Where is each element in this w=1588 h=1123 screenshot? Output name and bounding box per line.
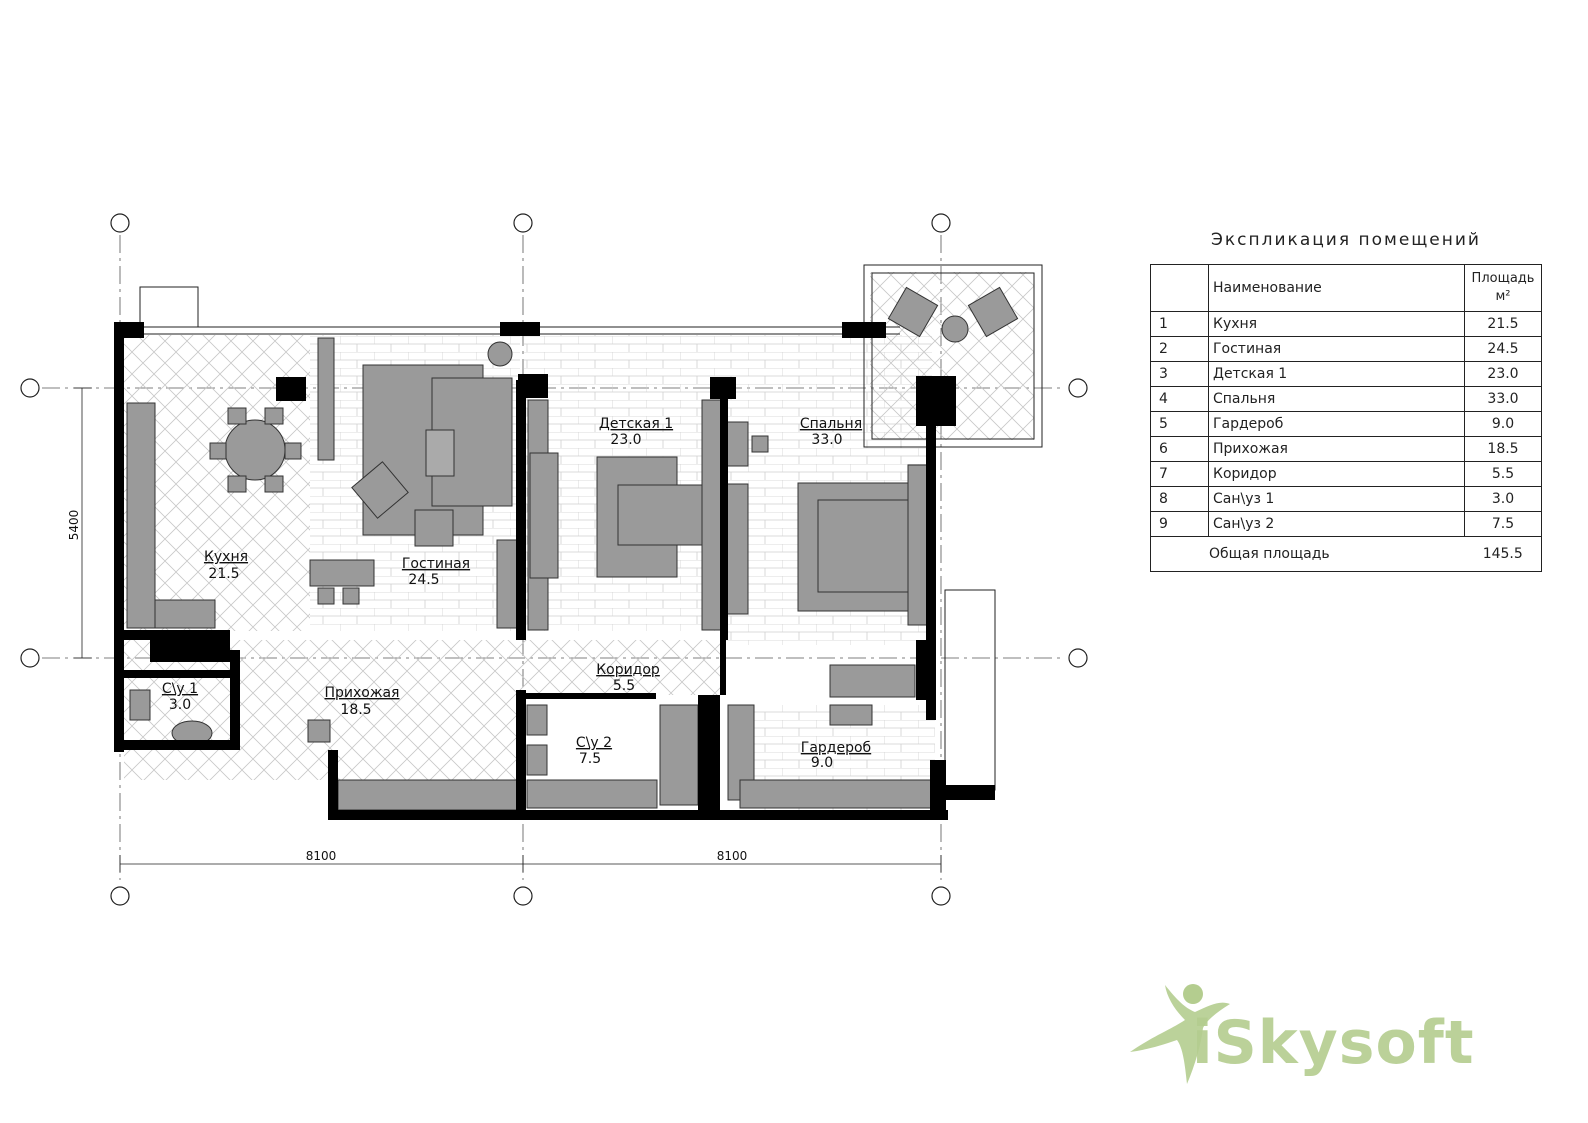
explication-header-row: Наименование Площадь м² — [1150, 264, 1542, 312]
room-hall-name: Прихожая — [325, 685, 400, 701]
iskysoft-logo-icon — [1130, 984, 1230, 1084]
room-corridor-name: Коридор — [596, 662, 660, 678]
explication-title: Экспликация помещений — [1211, 230, 1481, 250]
watermark-text: iSkysoft — [1192, 1008, 1475, 1078]
total-label: Общая площадь — [1150, 536, 1465, 572]
row-area: 5.5 — [1464, 461, 1542, 487]
row-area: 23.0 — [1464, 361, 1542, 387]
row-area: 21.5 — [1464, 311, 1542, 337]
dimension-lines — [74, 387, 942, 872]
row-name: Сан\уз 1 — [1208, 486, 1465, 512]
row-num: 1 — [1150, 311, 1209, 337]
row-num: 7 — [1150, 461, 1209, 487]
row-num: 2 — [1150, 336, 1209, 362]
room-kids-name: Детская 1 — [599, 416, 673, 432]
row-area: 24.5 — [1464, 336, 1542, 362]
row-name: Кухня — [1208, 311, 1465, 337]
row-num: 6 — [1150, 436, 1209, 462]
room-kids-area: 23.0 — [610, 432, 641, 448]
room-bedroom-name: Спальня — [800, 416, 862, 432]
row-num: 4 — [1150, 386, 1209, 412]
row-name: Гостиная — [1208, 336, 1465, 362]
row-num: 9 — [1150, 511, 1209, 537]
row-area: 3.0 — [1464, 486, 1542, 512]
dim-bottom-right: 8100 — [717, 849, 748, 863]
row-area: 33.0 — [1464, 386, 1542, 412]
explication-header-area-label: Площадь — [1471, 271, 1535, 286]
row-name: Детская 1 — [1208, 361, 1465, 387]
room-living-name: Гостиная — [402, 556, 470, 572]
dim-bottom-left: 8100 — [306, 849, 337, 863]
furniture — [126, 286, 1019, 811]
total-value: 145.5 — [1464, 536, 1542, 572]
room-wc1-name: С\у 1 — [162, 681, 198, 697]
room-corridor-area: 5.5 — [613, 678, 635, 694]
room-wc1-area: 3.0 — [169, 697, 191, 713]
room-labels: Кухня 21.5 Гостиная 24.5 Детская 1 23.0 … — [162, 416, 871, 771]
explication-header-area: Площадь м² — [1464, 264, 1542, 312]
room-wardrobe-name: Гардероб — [801, 740, 871, 756]
room-kitchen-name: Кухня — [204, 549, 248, 565]
row-area: 7.5 — [1464, 511, 1542, 537]
room-kitchen-area: 21.5 — [208, 566, 239, 582]
explication-header-num — [1150, 264, 1209, 312]
row-name: Прихожая — [1208, 436, 1465, 462]
room-wc2-area: 7.5 — [579, 751, 601, 767]
row-area: 18.5 — [1464, 436, 1542, 462]
explication-header-name: Наименование — [1208, 264, 1465, 312]
room-wc2-name: С\у 2 — [576, 735, 612, 751]
axis-markers — [20, 213, 1088, 906]
row-num: 8 — [1150, 486, 1209, 512]
row-name: Спальня — [1208, 386, 1465, 412]
dim-left-height: 5400 — [67, 510, 81, 541]
room-living-area: 24.5 — [408, 572, 439, 588]
room-wardrobe-area: 9.0 — [811, 755, 833, 771]
row-name: Сан\уз 2 — [1208, 511, 1465, 537]
row-num: 3 — [1150, 361, 1209, 387]
row-name: Гардероб — [1208, 411, 1465, 437]
walls — [114, 322, 995, 820]
row-area: 9.0 — [1464, 411, 1542, 437]
explication-total-row: Общая площадь 145.5 — [1150, 536, 1542, 572]
room-hall-area: 18.5 — [340, 702, 371, 718]
explication-header-area-unit: м² — [1495, 289, 1511, 304]
row-num: 5 — [1150, 411, 1209, 437]
row-name: Коридор — [1208, 461, 1465, 487]
room-bedroom-area: 33.0 — [811, 432, 842, 448]
